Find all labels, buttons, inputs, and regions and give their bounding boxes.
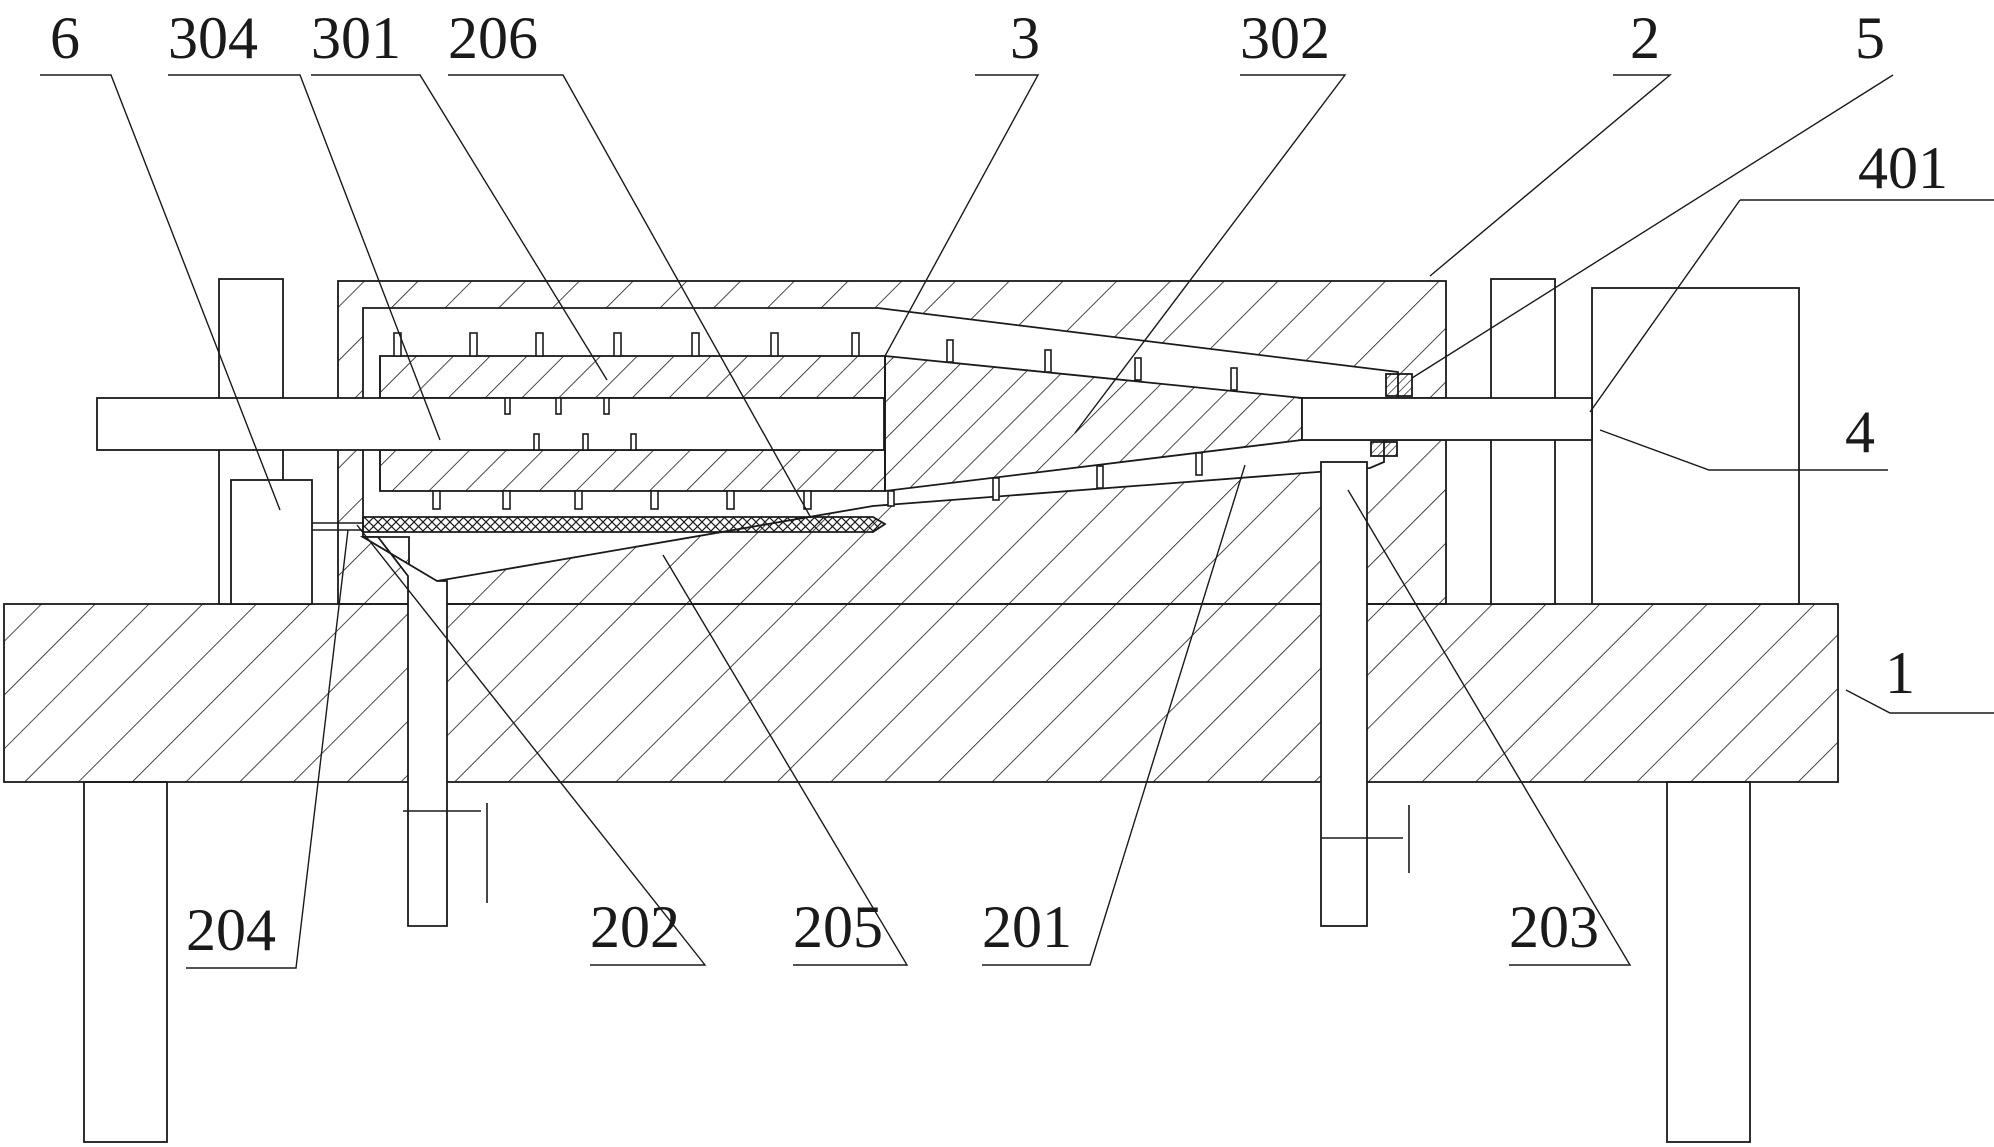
teeth-on-cone	[887, 339, 1238, 507]
part-labels: 6 304 301 206 3 302 2 5 401 4 1 204 202 …	[50, 5, 1948, 963]
outlet-channel-202	[359, 536, 448, 927]
label-301: 301	[311, 5, 401, 71]
label-202: 202	[590, 894, 680, 960]
label-205: 205	[793, 894, 883, 960]
teeth-on-shaft	[504, 397, 637, 451]
label-3: 3	[1010, 5, 1040, 71]
base-plate	[3, 603, 1839, 783]
drive-shaft-401	[1301, 397, 1593, 441]
seal-5	[1385, 373, 1413, 397]
label-401: 401	[1858, 135, 1948, 201]
block-6	[230, 479, 313, 605]
seal-5-lower	[1370, 441, 1398, 457]
screen-206	[362, 516, 887, 533]
label-1: 1	[1885, 640, 1915, 706]
label-203: 203	[1509, 894, 1599, 960]
teeth-on-tube	[393, 332, 860, 510]
screw-tube-301-top	[379, 355, 886, 399]
motor-box	[1591, 287, 1800, 605]
screw-tube-301-bottom	[379, 449, 886, 492]
label-302: 302	[1240, 5, 1330, 71]
leader-lines	[40, 74, 1994, 969]
label-5: 5	[1855, 5, 1885, 71]
label-201: 201	[982, 894, 1072, 960]
support-post-right	[1490, 278, 1556, 605]
label-204: 204	[186, 897, 276, 963]
outlet-channel-203	[1320, 461, 1368, 927]
label-6: 6	[50, 5, 80, 71]
leg-right	[1666, 781, 1751, 1143]
shaft-304	[96, 397, 885, 451]
label-4: 4	[1845, 399, 1875, 465]
label-206: 206	[448, 5, 538, 71]
label-2: 2	[1630, 5, 1660, 71]
leg-left	[83, 781, 168, 1143]
label-304: 304	[168, 5, 258, 71]
